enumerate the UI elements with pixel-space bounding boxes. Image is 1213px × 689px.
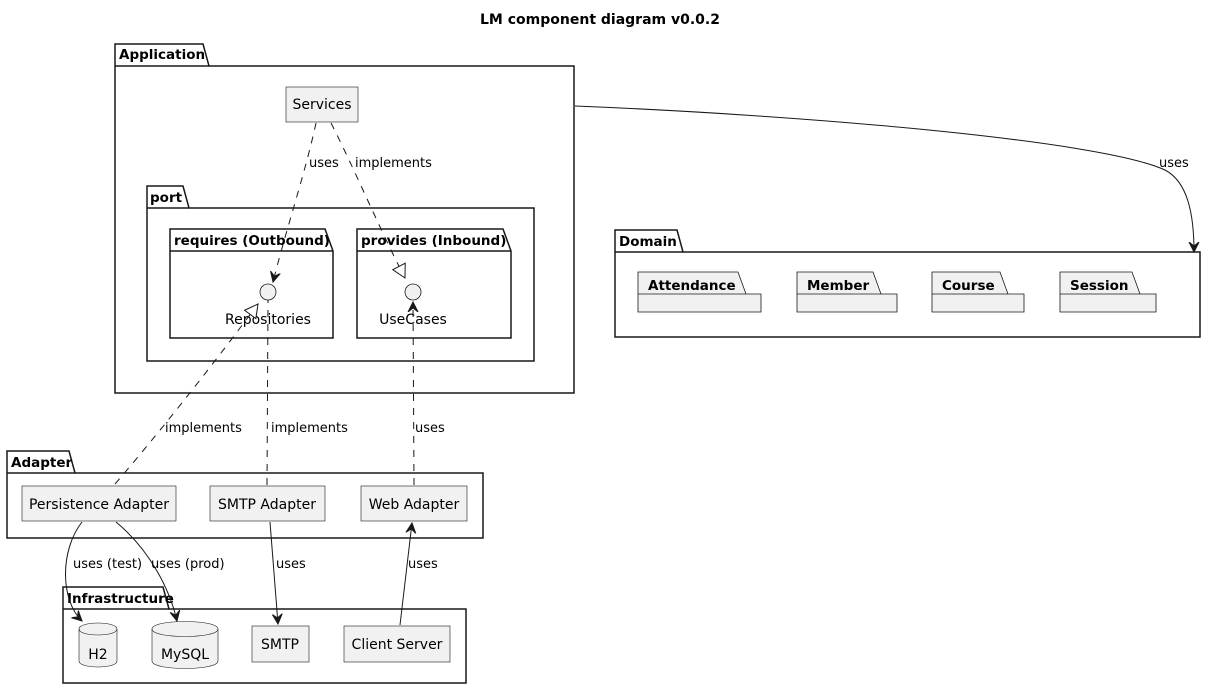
domain-package-member-label: Member: [807, 278, 869, 294]
edge-smtp-adapter-uses-smtp: uses: [269, 521, 306, 624]
domain-package-course: Course: [931, 271, 1025, 313]
component-smtp-label: SMTP: [261, 637, 299, 653]
edge-services-uses-repositories: uses: [273, 122, 339, 282]
database-mysql: MySQL: [151, 621, 219, 669]
domain-package-session: Session: [1059, 271, 1157, 313]
domain-package-attendance: Attendance: [637, 271, 762, 313]
package-domain-label: Domain: [619, 234, 677, 250]
package-requires-outbound: requires (Outbound): [169, 228, 334, 339]
package-provides-inbound: provides (Inbound): [356, 228, 512, 339]
edge-client-uses-web-adapter: uses: [399, 523, 438, 626]
edge-web-uses-usecases: uses: [413, 302, 445, 486]
package-infrastructure-label: Infrastructure: [67, 591, 174, 607]
edge-uses-prod-label: uses (prod): [151, 557, 225, 572]
component-client-server: Client Server: [343, 625, 451, 663]
edge-app-domain-uses-label: uses: [1159, 156, 1189, 171]
database-h2-label: H2: [88, 647, 107, 663]
domain-package-session-label: Session: [1070, 278, 1128, 294]
component-smtp-adapter-label: SMTP Adapter: [218, 497, 316, 513]
component-services: Services: [285, 86, 359, 123]
edge-persistence-implements-repositories: implements: [114, 303, 259, 485]
package-adapter-label: Adapter: [11, 455, 72, 471]
edge-persistence-uses-h2: uses (test): [65, 521, 142, 621]
component-persistence-adapter: Persistence Adapter: [21, 485, 177, 522]
component-web-adapter: Web Adapter: [360, 485, 468, 522]
component-smtp-adapter: SMTP Adapter: [209, 485, 326, 522]
package-application-label: Application: [119, 47, 205, 63]
edge-client-uses-label: uses: [408, 557, 438, 572]
diagram-title: LM component diagram v0.0.2: [480, 12, 720, 28]
component-services-label: Services: [292, 97, 351, 113]
edge-smtp-implements-repositories: implements: [266, 299, 348, 486]
component-client-server-label: Client Server: [352, 637, 443, 653]
domain-package-member: Member: [796, 271, 898, 313]
edge-services-implements-label: implements: [355, 156, 432, 171]
interface-usecases: UseCases: [379, 283, 447, 328]
domain-package-attendance-label: Attendance: [648, 278, 736, 294]
database-h2: H2: [78, 622, 118, 668]
database-mysql-label: MySQL: [161, 647, 209, 663]
component-persistence-adapter-label: Persistence Adapter: [29, 497, 169, 513]
edge-persistence-uses-mysql: uses (prod): [115, 521, 225, 621]
package-provides-label: provides (Inbound): [361, 233, 506, 249]
edge-smtp-uses-label: uses: [276, 557, 306, 572]
component-web-adapter-label: Web Adapter: [369, 497, 460, 513]
edge-uses-test-label: uses (test): [73, 557, 142, 572]
domain-package-course-label: Course: [942, 278, 995, 294]
edge-web-uses-label: uses: [415, 421, 445, 436]
edge-smtp-implements-label: implements: [271, 421, 348, 436]
package-requires-label: requires (Outbound): [174, 233, 330, 249]
edge-application-uses-domain: uses: [574, 105, 1194, 252]
edge-persistence-implements-label: implements: [165, 421, 242, 436]
component-smtp: SMTP: [251, 625, 310, 663]
package-port-label: port: [150, 190, 183, 206]
edge-services-implements-usecases: implements: [330, 122, 432, 279]
interface-usecases-label: UseCases: [379, 312, 447, 328]
edge-services-uses-label: uses: [309, 156, 339, 171]
